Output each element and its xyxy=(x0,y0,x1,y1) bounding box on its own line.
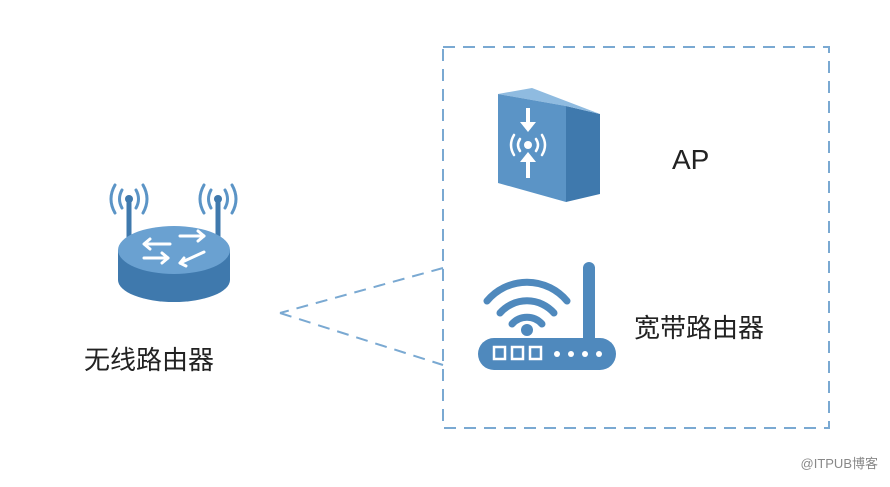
watermark: @ITPUB博客 xyxy=(800,456,878,471)
dashed-connector xyxy=(279,267,444,366)
broadband-router-label: 宽带路由器 xyxy=(634,313,765,343)
dashed-group-box xyxy=(442,46,830,429)
wireless-router-label: 无线路由器 xyxy=(84,345,215,375)
access-point-icon xyxy=(498,88,600,202)
broadband-router-icon xyxy=(478,262,616,370)
ap-label: AP xyxy=(672,144,710,175)
wireless-router-icon xyxy=(109,183,238,302)
